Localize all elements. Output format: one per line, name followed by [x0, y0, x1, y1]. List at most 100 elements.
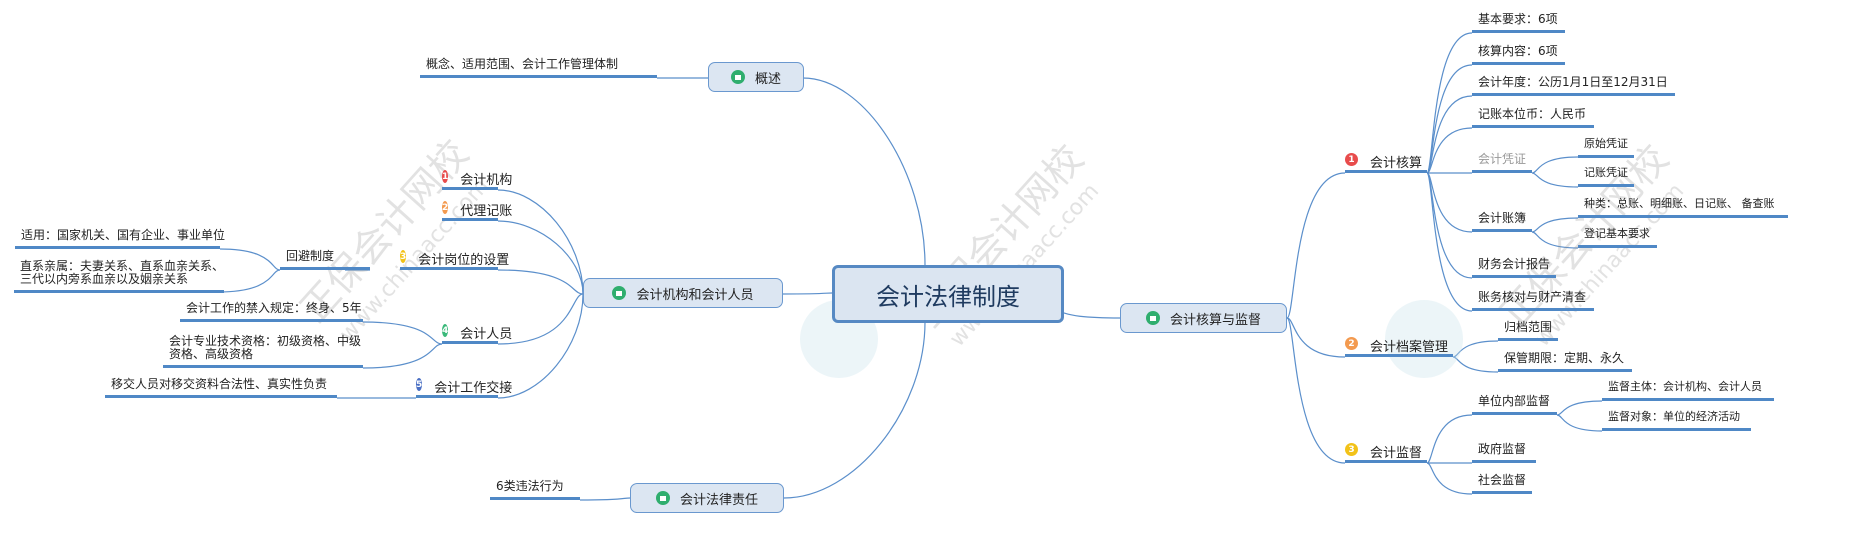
connector-line: [1426, 32, 1473, 174]
connector-line: [1531, 217, 1579, 233]
connector-line: [1426, 172, 1473, 279]
number-5-icon: 5: [416, 378, 423, 391]
topic-label: 会计核算与监督: [1169, 312, 1261, 328]
flag-icon: [655, 491, 670, 505]
number-2-icon: 2: [1345, 337, 1358, 350]
connector-line: [1286, 317, 1346, 358]
leaf-bookkeeping-voucher[interactable]: 记账凭证: [1578, 166, 1634, 187]
leaf-social-supervision[interactable]: 社会监督: [1472, 473, 1532, 494]
leaf-financial-report[interactable]: 财务会计报告: [1472, 257, 1556, 278]
leaf-label: 账务核对与财产清查: [1478, 290, 1587, 304]
leaf-label: 6类违法行为: [496, 479, 564, 493]
subtopic-agency-bookkeeping[interactable]: 2 代理记账: [442, 200, 512, 221]
subtopic-accounting-personnel[interactable]: 4 会计人员: [442, 323, 512, 344]
leaf-label: 登记基本要求: [1584, 227, 1650, 240]
leaf-label: 种类：总账、明细账、日记账、 备查账: [1584, 197, 1775, 210]
subtopic-label: 会计机构: [460, 173, 513, 188]
topic-accounting[interactable]: 会计核算与监督: [1120, 303, 1287, 333]
node-internal-supervision[interactable]: 单位内部监督: [1472, 394, 1557, 415]
leaf-label: 移交人员对移交资料合法性、真实性负责: [111, 377, 328, 391]
leaf-applies-to[interactable]: 适用：国家机关、国有企业、事业单位: [15, 228, 225, 249]
connector-line: [783, 321, 926, 499]
number-2-icon: 2: [442, 201, 449, 214]
leaf-label: 会计年度：公历1月1日至12月31日: [1478, 75, 1668, 89]
leaf-ban-rules[interactable]: 会计工作的禁入规定：终身、5年: [180, 301, 363, 322]
leaf-label: 直系亲属：夫妻关系、直系血亲关系、三代以内旁系血亲以及姻亲关系: [20, 259, 225, 286]
topic-overview[interactable]: 概述: [708, 62, 804, 92]
leaf-label: 记账本位币：人民币: [1478, 107, 1587, 121]
leaf-supervision-object[interactable]: 监督对象：单位的经济活动: [1602, 410, 1751, 431]
leaf-fiscal-year[interactable]: 会计年度：公历1月1日至12月31日: [1472, 75, 1675, 96]
connector-line: [1426, 172, 1473, 233]
number-3-icon: 3: [1345, 443, 1358, 456]
leaf-basic-requirements[interactable]: 基本要求：6项: [1472, 12, 1565, 33]
flag-icon: [612, 286, 627, 300]
leaf-supervision-subject[interactable]: 监督主体：会计机构、会计人员: [1602, 380, 1774, 401]
subtopic-archive-management[interactable]: 2 会计档案管理: [1345, 336, 1453, 357]
subtopic-label: 会计工作交接: [434, 381, 513, 396]
leaf-handover-responsibility[interactable]: 移交人员对移交资料合法性、真实性负责: [105, 377, 337, 398]
leaf-archive-scope[interactable]: 归档范围: [1498, 320, 1558, 341]
leaf-label: 记账凭证: [1584, 166, 1628, 179]
connector-line: [1286, 317, 1346, 464]
connector-line: [1556, 414, 1603, 432]
leaf-qualification[interactable]: 会计专业技术资格：初级资格、中级资格、高级资格: [163, 335, 363, 368]
node-avoidance-system[interactable]: 回避制度: [280, 249, 370, 270]
leaf-label: 会计工作的禁入规定：终身、5年: [186, 301, 362, 315]
leaf-retention-period[interactable]: 保管期限：定期、永久: [1498, 351, 1632, 372]
leaf-overview[interactable]: 概念、适用范围、会计工作管理体制: [420, 57, 657, 78]
connector-line: [1452, 356, 1499, 373]
leaf-reconciliation[interactable]: 账务核对与财产清查: [1472, 290, 1594, 311]
connector-line: [362, 321, 443, 345]
leaf-label: 单位内部监督: [1478, 394, 1551, 408]
leaf-label: 政府监督: [1478, 442, 1527, 456]
connector-line: [497, 269, 584, 295]
connector-line: [1531, 231, 1579, 249]
topic-label: 会计机构和会计人员: [636, 287, 754, 303]
number-1-icon: 1: [1345, 153, 1358, 166]
number-4-icon: 4: [442, 324, 449, 337]
number-3-icon: 3: [400, 250, 407, 263]
connector-line: [217, 269, 281, 293]
connector-line: [1057, 311, 1121, 319]
subtopic-label: 会计监督: [1370, 446, 1423, 461]
leaf-government-supervision[interactable]: 政府监督: [1472, 442, 1536, 463]
leaf-relatives[interactable]: 直系亲属：夫妻关系、直系血亲关系、三代以内旁系血亲以及姻亲关系: [14, 260, 224, 293]
leaf-label: 回避制度: [286, 249, 335, 263]
root-topic[interactable]: 会计法律制度: [832, 265, 1064, 323]
leaf-label: 保管期限：定期、永久: [1504, 351, 1625, 365]
subtopic-supervision[interactable]: 3 会计监督: [1345, 442, 1427, 463]
leaf-content[interactable]: 核算内容：6项: [1472, 44, 1565, 65]
connector-line: [1426, 127, 1473, 174]
leaf-original-voucher[interactable]: 原始凭证: [1578, 137, 1634, 158]
flag-icon: [1145, 311, 1160, 325]
connector-line: [497, 220, 584, 295]
leaf-label: 概念、适用范围、会计工作管理体制: [426, 57, 619, 71]
node-vouchers[interactable]: 会计凭证: [1472, 152, 1532, 173]
connector-line: [802, 77, 926, 266]
connector-line: [1286, 172, 1346, 319]
leaf-label: 监督主体：会计机构、会计人员: [1608, 380, 1762, 393]
leaf-book-types[interactable]: 种类：总账、明细账、日记账、 备查账: [1578, 197, 1788, 218]
subtopic-accounting-institution[interactable]: 1 会计机构: [442, 169, 512, 190]
leaf-currency[interactable]: 记账本位币：人民币: [1472, 107, 1594, 128]
connector-line: [1531, 172, 1579, 188]
flag-icon: [730, 70, 745, 84]
leaf-label: 适用：国家机关、国有企业、事业单位: [21, 228, 226, 242]
leaf-liability[interactable]: 6类违法行为: [490, 479, 580, 500]
topic-liability[interactable]: 会计法律责任: [630, 483, 784, 513]
subtopic-label: 会计人员: [460, 327, 513, 342]
topic-label: 概述: [754, 71, 781, 87]
leaf-book-requirements[interactable]: 登记基本要求: [1578, 227, 1657, 248]
node-books[interactable]: 会计账簿: [1472, 211, 1532, 232]
leaf-label: 财务会计报告: [1478, 257, 1551, 271]
leaf-label: 核算内容：6项: [1478, 44, 1558, 58]
number-1-icon: 1: [442, 170, 449, 183]
subtopic-label: 会计档案管理: [1370, 340, 1449, 355]
subtopic-label: 代理记账: [460, 204, 513, 219]
topic-institutions[interactable]: 会计机构和会计人员: [583, 278, 783, 308]
subtopic-handover[interactable]: 5 会计工作交接: [416, 377, 512, 398]
